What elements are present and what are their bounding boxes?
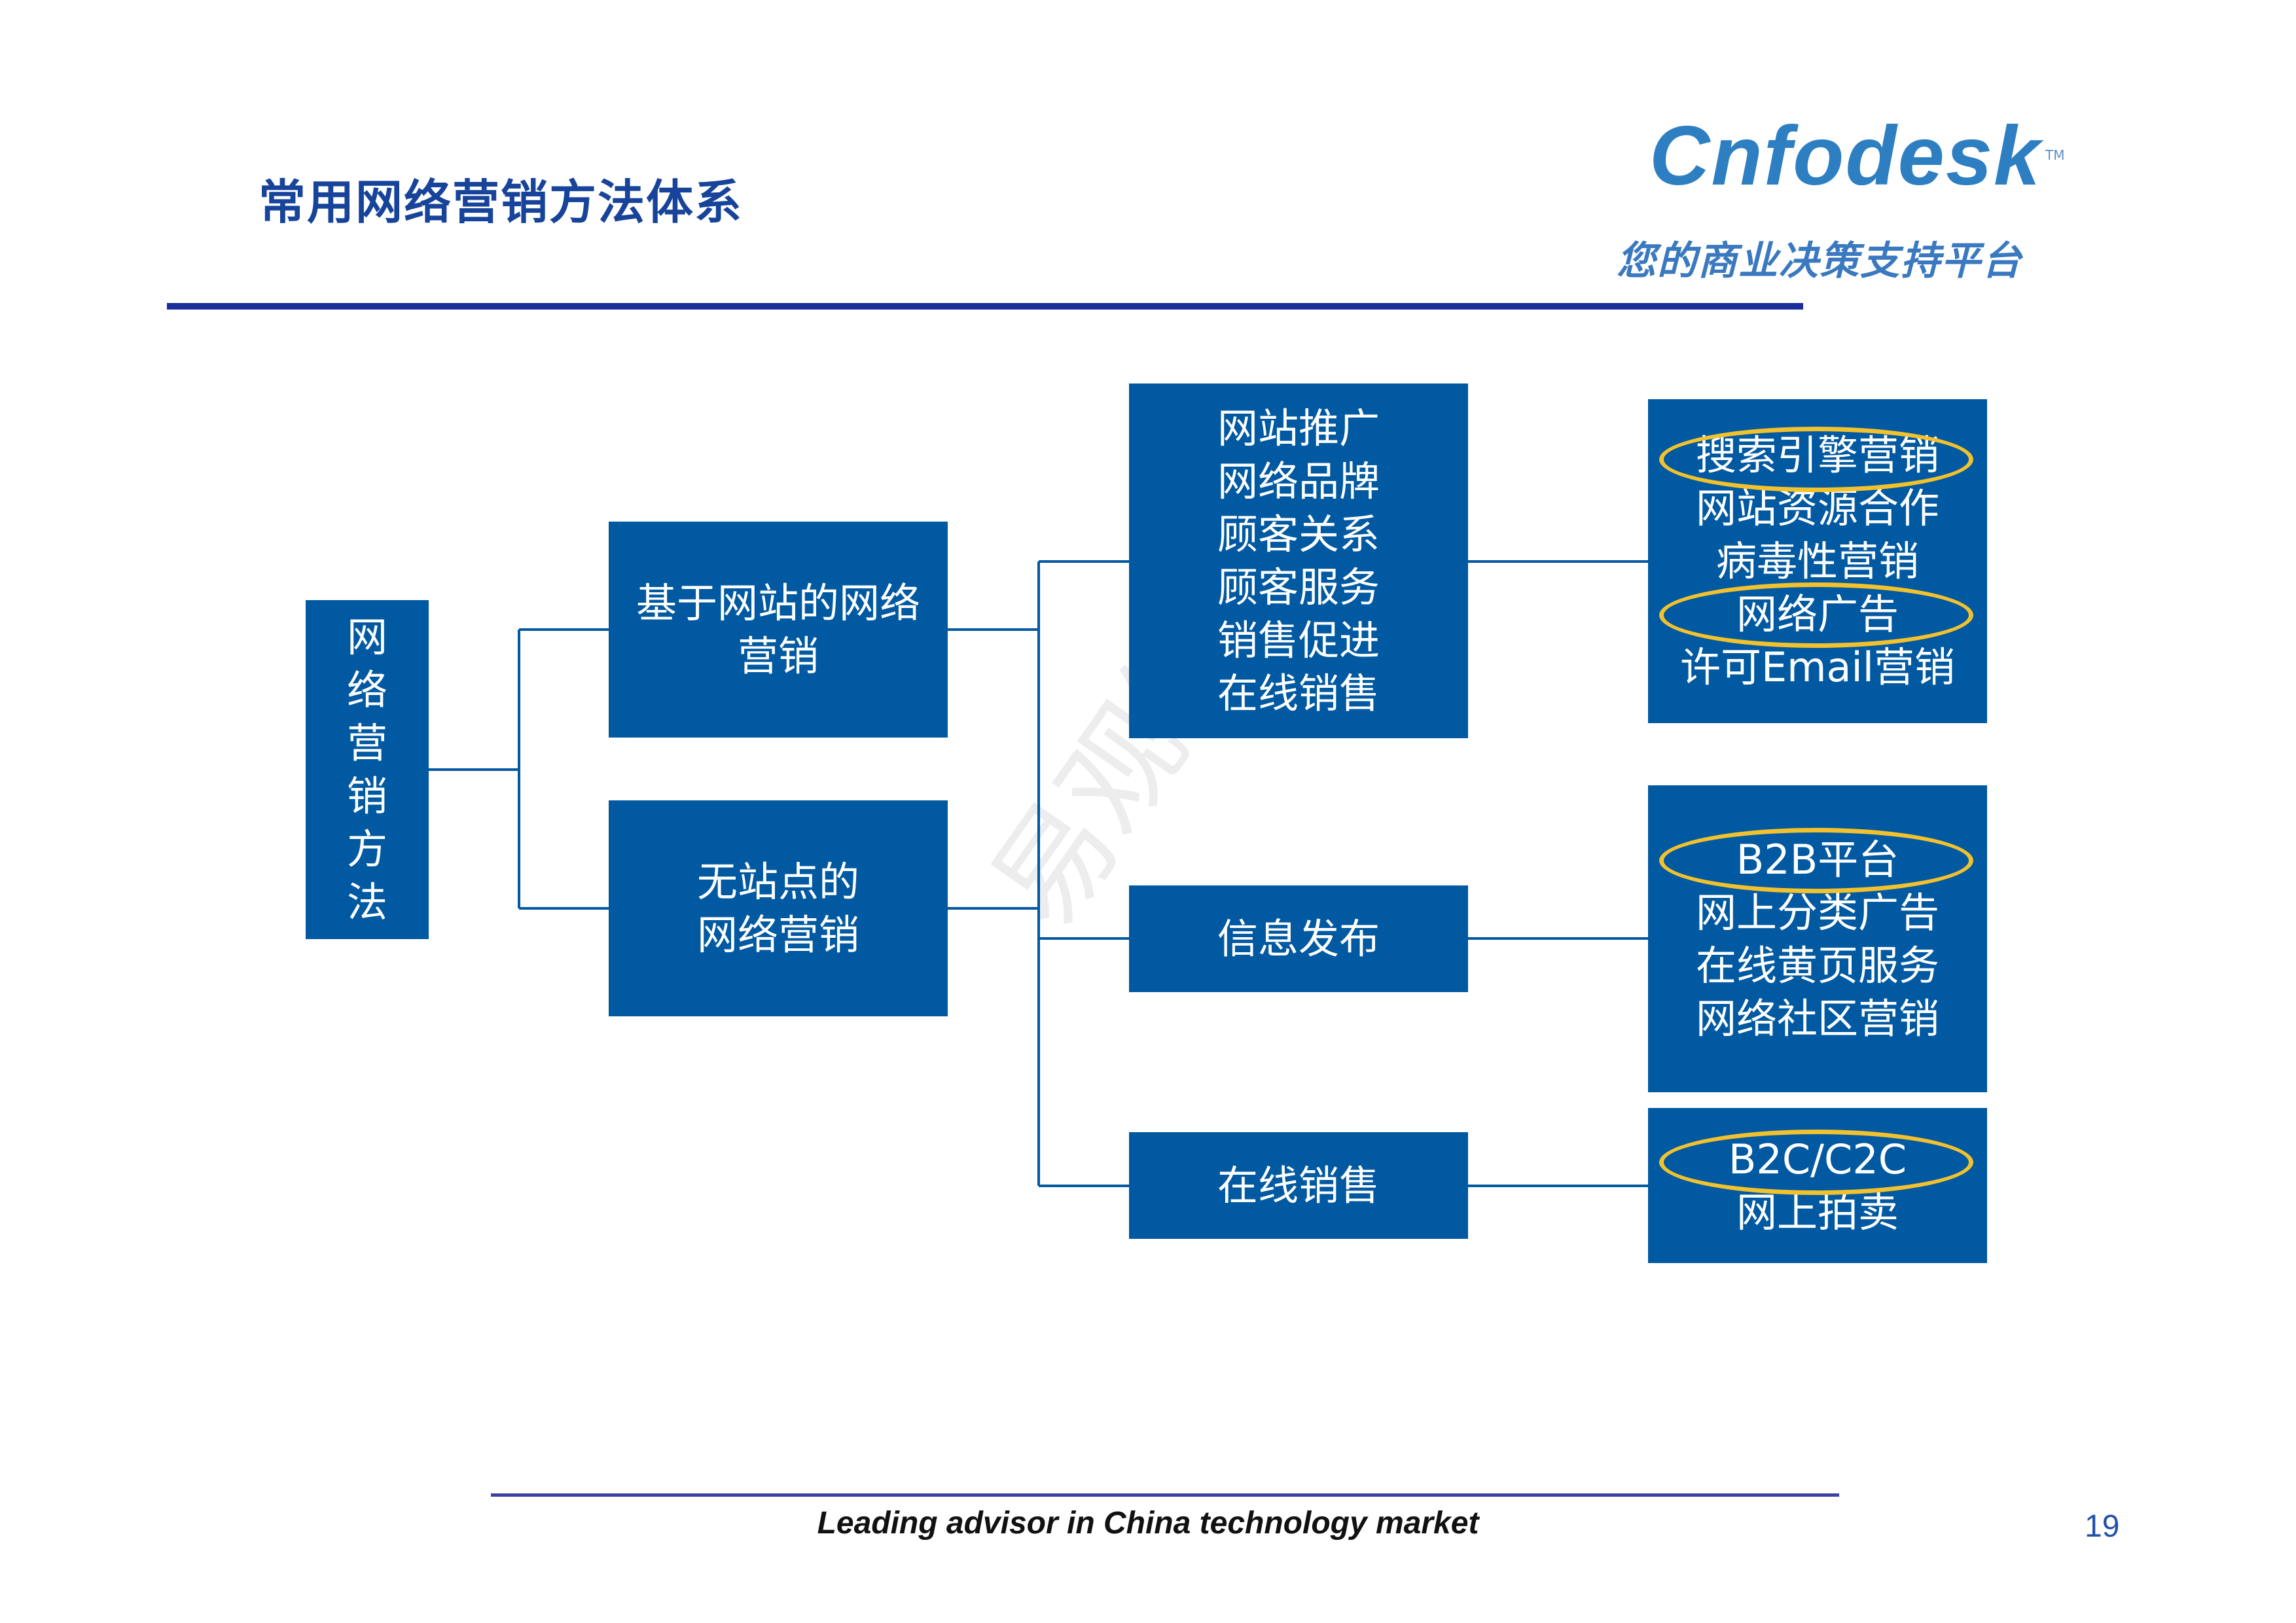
info-publishing-node: 信息发布 [1129, 885, 1468, 992]
highlight-oval [1659, 427, 1973, 492]
node-label: 网络品牌 [1217, 457, 1380, 505]
root-char: 营 [346, 719, 387, 767]
node-label: 顾客服务 [1217, 563, 1380, 611]
logo-trademark: TM [2045, 147, 2065, 163]
website-functions-node: 网站推广 网络品牌 顾客关系 顾客服务 销售促进 在线销售 [1129, 383, 1468, 738]
node-label: 在线销售 [1217, 1162, 1380, 1209]
header-rule [167, 303, 1803, 310]
node-label: 信息发布 [1217, 915, 1380, 963]
node-label: 网络营销 [696, 911, 859, 959]
node-label: 网站推广 [1217, 404, 1380, 452]
non-website-marketing-node: 无站点的 网络营销 [609, 800, 948, 1016]
root-char: 销 [346, 772, 387, 820]
online-sales-node: 在线销售 [1129, 1132, 1468, 1239]
slide-title: 常用网络营销方法体系 [259, 175, 744, 230]
infodesk-logo: Cnfodesk TM 您的商业决策支持平台 [1610, 108, 2081, 291]
logo-tagline: 您的商业决策支持平台 [1617, 238, 2022, 284]
node-label: 基于网站的网络营销 [636, 579, 920, 680]
node-label: 许可Email营销 [1679, 643, 1955, 691]
root-char: 络 [346, 666, 387, 714]
node-label: 网上拍卖 [1736, 1188, 1899, 1236]
page-number: 19 [2085, 1509, 2120, 1544]
node-label: 无站点的 [696, 858, 859, 906]
root-node: 网 络 营 销 方 法 [306, 600, 429, 939]
logo-wordmark: Cnfodesk [1649, 109, 2042, 203]
root-char: 法 [346, 878, 387, 926]
node-label: 网站资源合作 [1695, 484, 1939, 532]
root-char: 网 [346, 613, 387, 661]
highlight-oval [1659, 1130, 1973, 1195]
node-label: 网上分类广告 [1695, 888, 1939, 936]
footer-text: Leading advisor in China technology mark… [817, 1506, 1479, 1541]
node-label: 销售促进 [1217, 616, 1380, 664]
footer-rule [491, 1493, 1839, 1497]
node-label: 病毒性营销 [1715, 537, 1919, 585]
website-based-marketing-node: 基于网站的网络营销 [609, 522, 948, 738]
highlight-oval [1659, 828, 1973, 893]
highlight-oval [1659, 582, 1973, 648]
node-label: 顾客关系 [1217, 510, 1380, 558]
node-label: 网络社区营销 [1695, 994, 1939, 1043]
node-label: 在线黄页服务 [1695, 941, 1939, 990]
root-char: 方 [346, 825, 387, 873]
node-label: 在线销售 [1217, 669, 1380, 717]
